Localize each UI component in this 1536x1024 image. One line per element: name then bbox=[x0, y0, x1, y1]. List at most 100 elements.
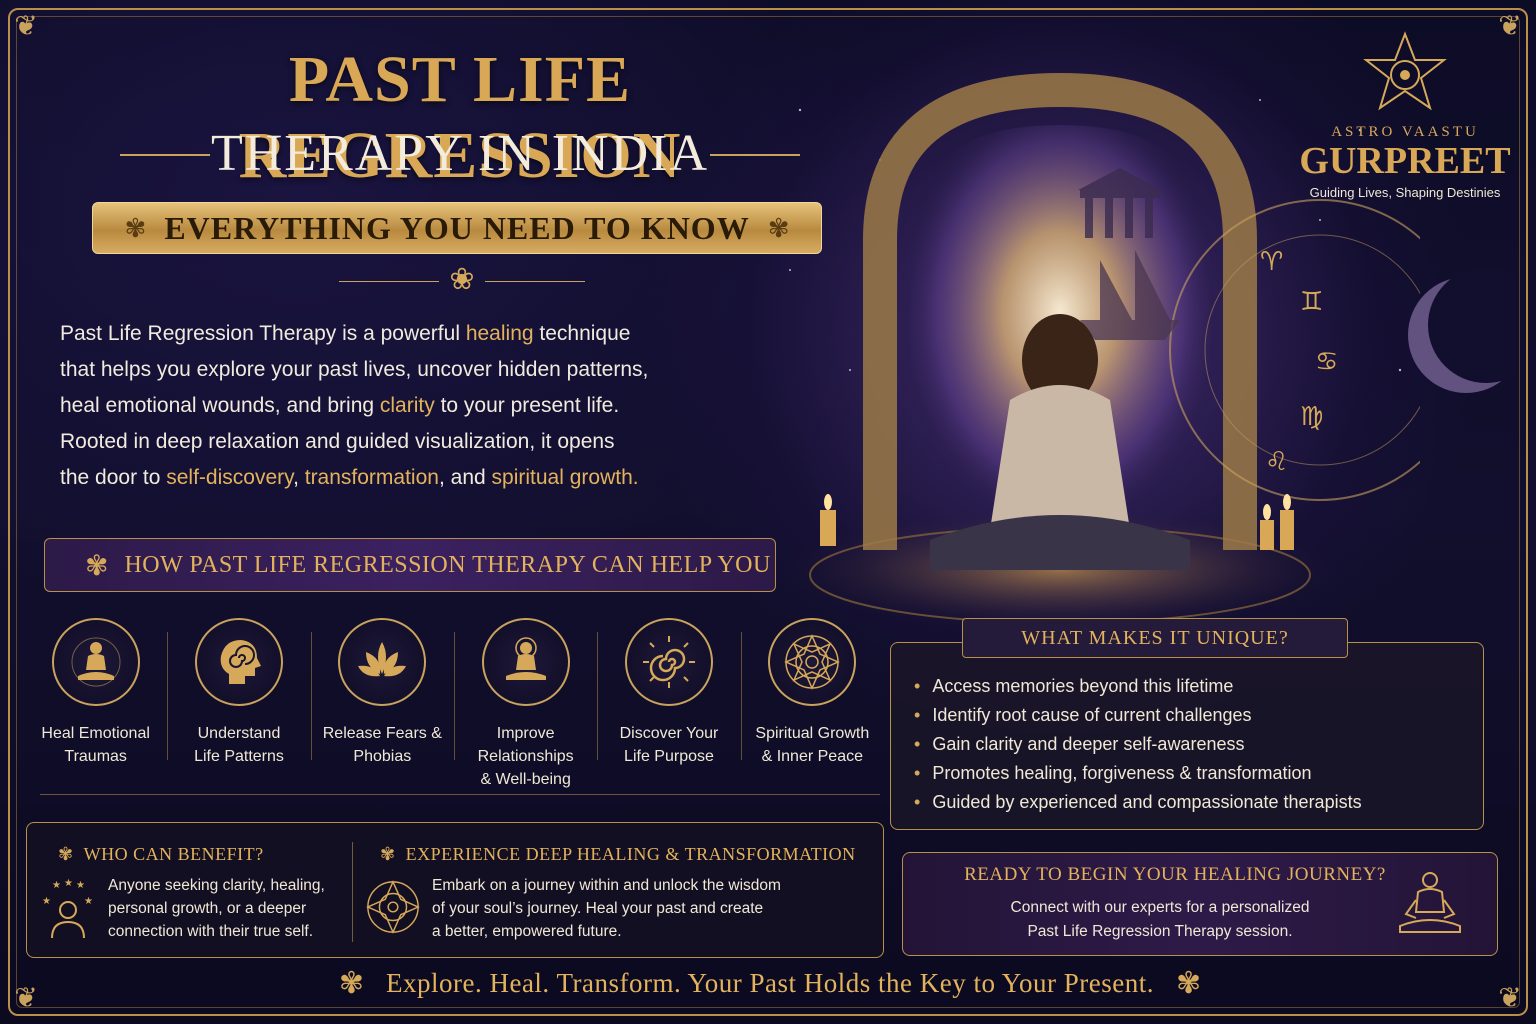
list-item: •Access memories beyond this lifetime bbox=[914, 672, 1362, 701]
who-heading: ✾ WHO CAN BENEFIT? bbox=[58, 844, 264, 865]
svg-text:♍: ♍ bbox=[1300, 402, 1323, 432]
list-item-text: Promotes healing, forgiveness & transfor… bbox=[932, 763, 1312, 783]
intro-highlight: clarity bbox=[379, 394, 435, 417]
bullet-icon: • bbox=[914, 792, 921, 812]
cta-text-line: Past Life Regression Therapy session. bbox=[1027, 923, 1293, 940]
bullet-icon: • bbox=[914, 763, 921, 783]
benefit-label: Spiritual Growth bbox=[755, 725, 870, 742]
benefit-label: Understand bbox=[197, 725, 281, 742]
svg-text:★: ★ bbox=[64, 878, 73, 889]
benefit-label: Life Patterns bbox=[194, 748, 284, 765]
benefit-label: Improve Relationships bbox=[477, 725, 574, 765]
cta-text: Connect with our experts for a personali… bbox=[960, 896, 1360, 944]
experience-text-line: a better, empowered future. bbox=[432, 923, 622, 940]
title-rule-left bbox=[120, 154, 210, 156]
svg-text:♈: ♈ bbox=[1260, 247, 1283, 277]
crescent-moon-icon bbox=[1408, 270, 1516, 393]
benefit-item: Spiritual Growth& Inner Peace bbox=[740, 614, 884, 774]
intro-highlight: spiritual growth bbox=[491, 466, 633, 489]
logo-tagline: Guiding Lives, Shaping Destinies bbox=[1309, 185, 1501, 200]
meditation-icon bbox=[51, 618, 140, 706]
svg-text:♋: ♋ bbox=[1315, 347, 1338, 377]
intro-text: , bbox=[293, 466, 305, 489]
how-section-title: HOW PAST LIFE REGRESSION THERAPY CAN HEL… bbox=[124, 551, 771, 578]
lotus-icon: ✾ bbox=[380, 844, 396, 864]
lotus-icon: ✾ bbox=[338, 967, 364, 1000]
section-divider bbox=[40, 794, 880, 795]
svg-text:★: ★ bbox=[42, 896, 51, 907]
benefit-label: Discover Your bbox=[619, 725, 719, 742]
svg-text:★: ★ bbox=[76, 880, 85, 891]
meditation-icon bbox=[1399, 872, 1461, 933]
mandala-icon bbox=[768, 618, 857, 706]
intro-text: Rooted in deep relaxation and guided vis… bbox=[60, 430, 615, 453]
hero-illustration: ♈♊ ♋♍♌ bbox=[780, 72, 1420, 630]
list-item-text: Identify root cause of current challenge… bbox=[932, 705, 1252, 725]
experience-text: Embark on a journey within and unlock th… bbox=[432, 874, 872, 943]
list-item: • Gain clarity and deeper self-awareness bbox=[914, 730, 1362, 759]
bullet-icon: • bbox=[914, 705, 921, 725]
brand-logo[interactable]: ASTRO VAASTU GURPREET Guiding Lives, Sha… bbox=[1290, 30, 1520, 200]
list-item-text: Gain clarity and deeper self-awareness bbox=[932, 734, 1245, 754]
star-mandala-icon bbox=[1363, 31, 1447, 111]
unique-panel bbox=[890, 642, 1484, 830]
mandala-icon bbox=[366, 880, 420, 934]
unique-title: WHAT MAKES IT UNIQUE? bbox=[1021, 626, 1289, 649]
svg-text:★: ★ bbox=[84, 896, 93, 907]
page-title-line2: THERAPY IN INDIA bbox=[210, 125, 710, 182]
benefit-label: Phobias bbox=[353, 748, 412, 765]
intro-text: heal emotional wounds, and bring bbox=[60, 394, 380, 417]
bullet-icon: • bbox=[914, 676, 921, 696]
benefit-label: Traumas bbox=[64, 748, 127, 765]
sun-spiral-icon bbox=[624, 618, 713, 706]
corner-ornament-icon: ❦ bbox=[1498, 982, 1522, 1013]
benefit-label: Release Fears & bbox=[322, 725, 442, 742]
list-item: •Guided by experienced and compassionate… bbox=[914, 788, 1362, 817]
logo-small-text: ASTRO VAASTU bbox=[1331, 124, 1479, 140]
who-title: WHO CAN BENEFIT? bbox=[83, 844, 264, 864]
intro-text: , and bbox=[438, 466, 492, 489]
who-text: Anyone seeking clarity, healing, persona… bbox=[108, 874, 348, 943]
intro-paragraph: Past Life Regression Therapy is a powerf… bbox=[60, 316, 700, 496]
page-title-secondary: THERAPY IN INDIA bbox=[60, 124, 860, 183]
intro-highlight: transformation bbox=[304, 466, 439, 489]
experience-text-line: of your soul’s journey. Heal your past a… bbox=[432, 900, 764, 917]
page-title: PAST LIFE REGRESSION bbox=[238, 43, 682, 192]
who-text-line: connection with their true self. bbox=[108, 923, 314, 940]
meditation-aura-icon bbox=[481, 618, 570, 706]
how-section-banner: ✾ HOW PAST LIFE REGRESSION THERAPY CAN H… bbox=[44, 538, 776, 592]
cta-panel[interactable] bbox=[902, 852, 1498, 956]
list-item: • Identify root cause of current challeng… bbox=[914, 701, 1362, 730]
lotus-icon: ✾ bbox=[58, 844, 74, 864]
person-stars-icon: ★★★★★ bbox=[42, 878, 93, 939]
intro-highlight: healing bbox=[465, 322, 534, 345]
experience-title: EXPERIENCE DEEP HEALING & TRANSFORMATION bbox=[405, 844, 856, 864]
divider-ornament: ❀ bbox=[302, 262, 622, 297]
lotus-icon bbox=[338, 618, 427, 706]
bullet-icon: • bbox=[914, 734, 921, 754]
benefit-item: Improve Relationships& Well-being bbox=[453, 614, 597, 788]
experience-heading: ✾ EXPERIENCE DEEP HEALING & TRANSFORMATIO… bbox=[380, 844, 856, 865]
lotus-icon: ✾ bbox=[124, 212, 147, 243]
cta-title[interactable]: READY TO BEGIN YOUR HEALING JOURNEY? bbox=[964, 864, 1386, 885]
intro-text: the door to bbox=[60, 466, 167, 489]
svg-text:♊: ♊ bbox=[1300, 287, 1323, 317]
who-text-line: Anyone seeking clarity, healing, bbox=[108, 877, 325, 894]
experience-text-line: Embark on a journey within and unlock th… bbox=[432, 877, 781, 894]
head-spiral-icon bbox=[194, 618, 283, 706]
intro-text: to your present life. bbox=[434, 394, 620, 417]
unique-title-box: WHAT MAKES IT UNIQUE? bbox=[962, 618, 1348, 658]
svg-text:★: ★ bbox=[52, 880, 61, 891]
benefit-item: Release Fears & Phobias bbox=[310, 614, 454, 774]
intro-text: technique bbox=[533, 322, 631, 345]
title-rule-right bbox=[710, 154, 800, 156]
footer-tagline: Explore. Heal. Transform. Your Past Hold… bbox=[386, 968, 1154, 998]
info-panel bbox=[26, 822, 884, 958]
footer: ✾ Explore. Heal. Transform. Your Past Ho… bbox=[290, 966, 1250, 1001]
corner-ornament-icon: ❦ bbox=[14, 10, 38, 41]
subtitle-text: EVERYTHING YOU NEED TO KNOW bbox=[164, 209, 750, 246]
panel-divider bbox=[352, 842, 353, 942]
